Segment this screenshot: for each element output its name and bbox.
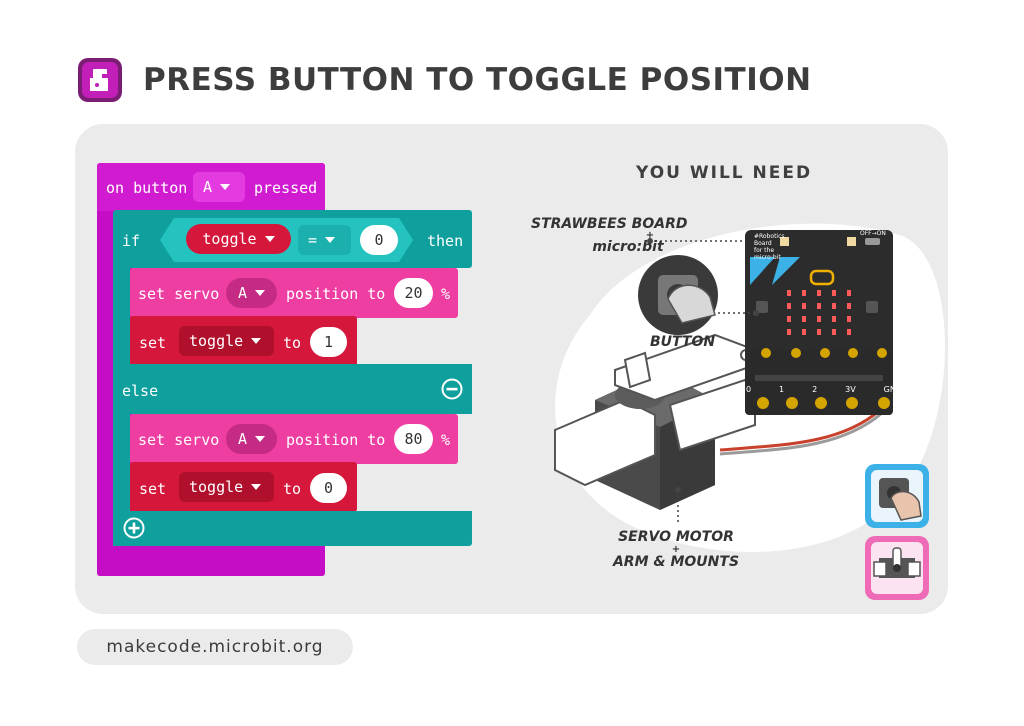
servo-position-input[interactable]: 80	[394, 424, 433, 454]
to-label: to	[283, 334, 302, 352]
board-label-line: for the	[754, 247, 775, 254]
pin-label: GND	[883, 385, 902, 394]
percent-label: %	[441, 285, 451, 303]
caption-line: ARM & MOUNTS	[612, 554, 740, 570]
servo-middle: position to	[286, 285, 386, 303]
servo-value: A	[237, 430, 248, 448]
else-keyword: else	[122, 382, 159, 400]
servo-dropdown[interactable]: A	[226, 424, 277, 454]
servo-position-input[interactable]: 20	[394, 278, 433, 308]
variable-dropdown[interactable]: toggle	[179, 472, 274, 502]
add-else-if-icon[interactable]	[123, 517, 145, 539]
caption-line: +	[645, 230, 655, 241]
operator-value: =	[308, 231, 318, 249]
chevron-down-icon	[325, 237, 336, 243]
strawbees-board-illustration	[745, 230, 893, 415]
if-variable-label: toggle	[202, 230, 257, 248]
variable-value: toggle	[189, 332, 244, 350]
board-label: #Robotics Board for the micro:bit	[754, 233, 785, 261]
servo-dropdown[interactable]: A	[226, 278, 277, 308]
pin-label: 1	[779, 385, 785, 394]
servo-middle: position to	[286, 431, 386, 449]
board-pin-labels: 0 1 2 3V GND	[746, 385, 902, 394]
chevron-down-icon	[251, 484, 262, 490]
servo-motor-caption: SERVO MOTOR + ARM & MOUNTS	[612, 530, 740, 569]
board-power-switch-label: OFF→ON	[860, 230, 886, 237]
pin-label: 2	[812, 385, 818, 394]
servo-prefix: set servo	[138, 285, 220, 303]
event-button-dropdown[interactable]: A	[193, 172, 245, 202]
page-title: PRESS BUTTON TO TOGGLE POSITION	[143, 62, 812, 98]
if-compare-value[interactable]: 0	[360, 225, 398, 255]
servo-prefix: set servo	[138, 431, 220, 449]
caption-line: micro:bit	[592, 239, 664, 255]
if-block-footer	[113, 511, 472, 546]
set-prefix: set	[139, 480, 167, 498]
set-value-input[interactable]: 0	[310, 473, 347, 503]
push-button-callout	[638, 255, 718, 335]
variable-value: toggle	[189, 478, 244, 496]
event-prefix: on button	[106, 179, 188, 197]
then-keyword: then	[427, 232, 464, 250]
board-label-line: Board	[754, 240, 772, 247]
caption-line: +	[671, 544, 681, 555]
to-label: to	[283, 480, 302, 498]
strawbees-board-caption: STRAWBEES BOARD + micro:bit	[531, 216, 688, 255]
chevron-down-icon	[255, 436, 266, 442]
chevron-down-icon	[251, 338, 262, 344]
operator-dropdown[interactable]: =	[298, 225, 351, 255]
else-block	[113, 364, 472, 414]
chevron-down-icon	[255, 290, 266, 296]
servo-motor-illustration	[554, 333, 756, 510]
pin-label: 3V	[845, 385, 856, 394]
variable-dropdown[interactable]: toggle	[179, 326, 274, 356]
pin-label: 0	[746, 385, 752, 394]
set-value-input[interactable]: 1	[310, 327, 347, 357]
event-button-value: A	[203, 178, 213, 196]
set-prefix: set	[139, 334, 167, 352]
event-suffix: pressed	[254, 179, 318, 197]
toggle-variable-reporter[interactable]: toggle	[186, 224, 291, 254]
chevron-down-icon	[220, 184, 231, 190]
you-will-need-heading: YOU WILL NEED	[636, 163, 813, 183]
servo-category-icon	[865, 536, 929, 600]
remove-else-icon[interactable]	[441, 378, 463, 400]
hardware-illustration	[554, 223, 945, 553]
button-category-icon	[865, 464, 929, 528]
makecode-logo-icon	[78, 58, 122, 102]
percent-label: %	[441, 431, 451, 449]
caption-line: SERVO MOTOR	[618, 529, 734, 545]
board-label-line: #Robotics	[754, 233, 785, 240]
board-label-line: micro:bit	[754, 254, 781, 261]
makecode-url-link[interactable]: makecode.microbit.org	[77, 629, 353, 665]
chevron-down-icon	[264, 236, 275, 242]
button-caption: BUTTON	[650, 334, 716, 350]
caption-line: STRAWBEES BOARD	[531, 216, 688, 232]
servo-value: A	[237, 284, 248, 302]
if-keyword: if	[122, 232, 141, 250]
